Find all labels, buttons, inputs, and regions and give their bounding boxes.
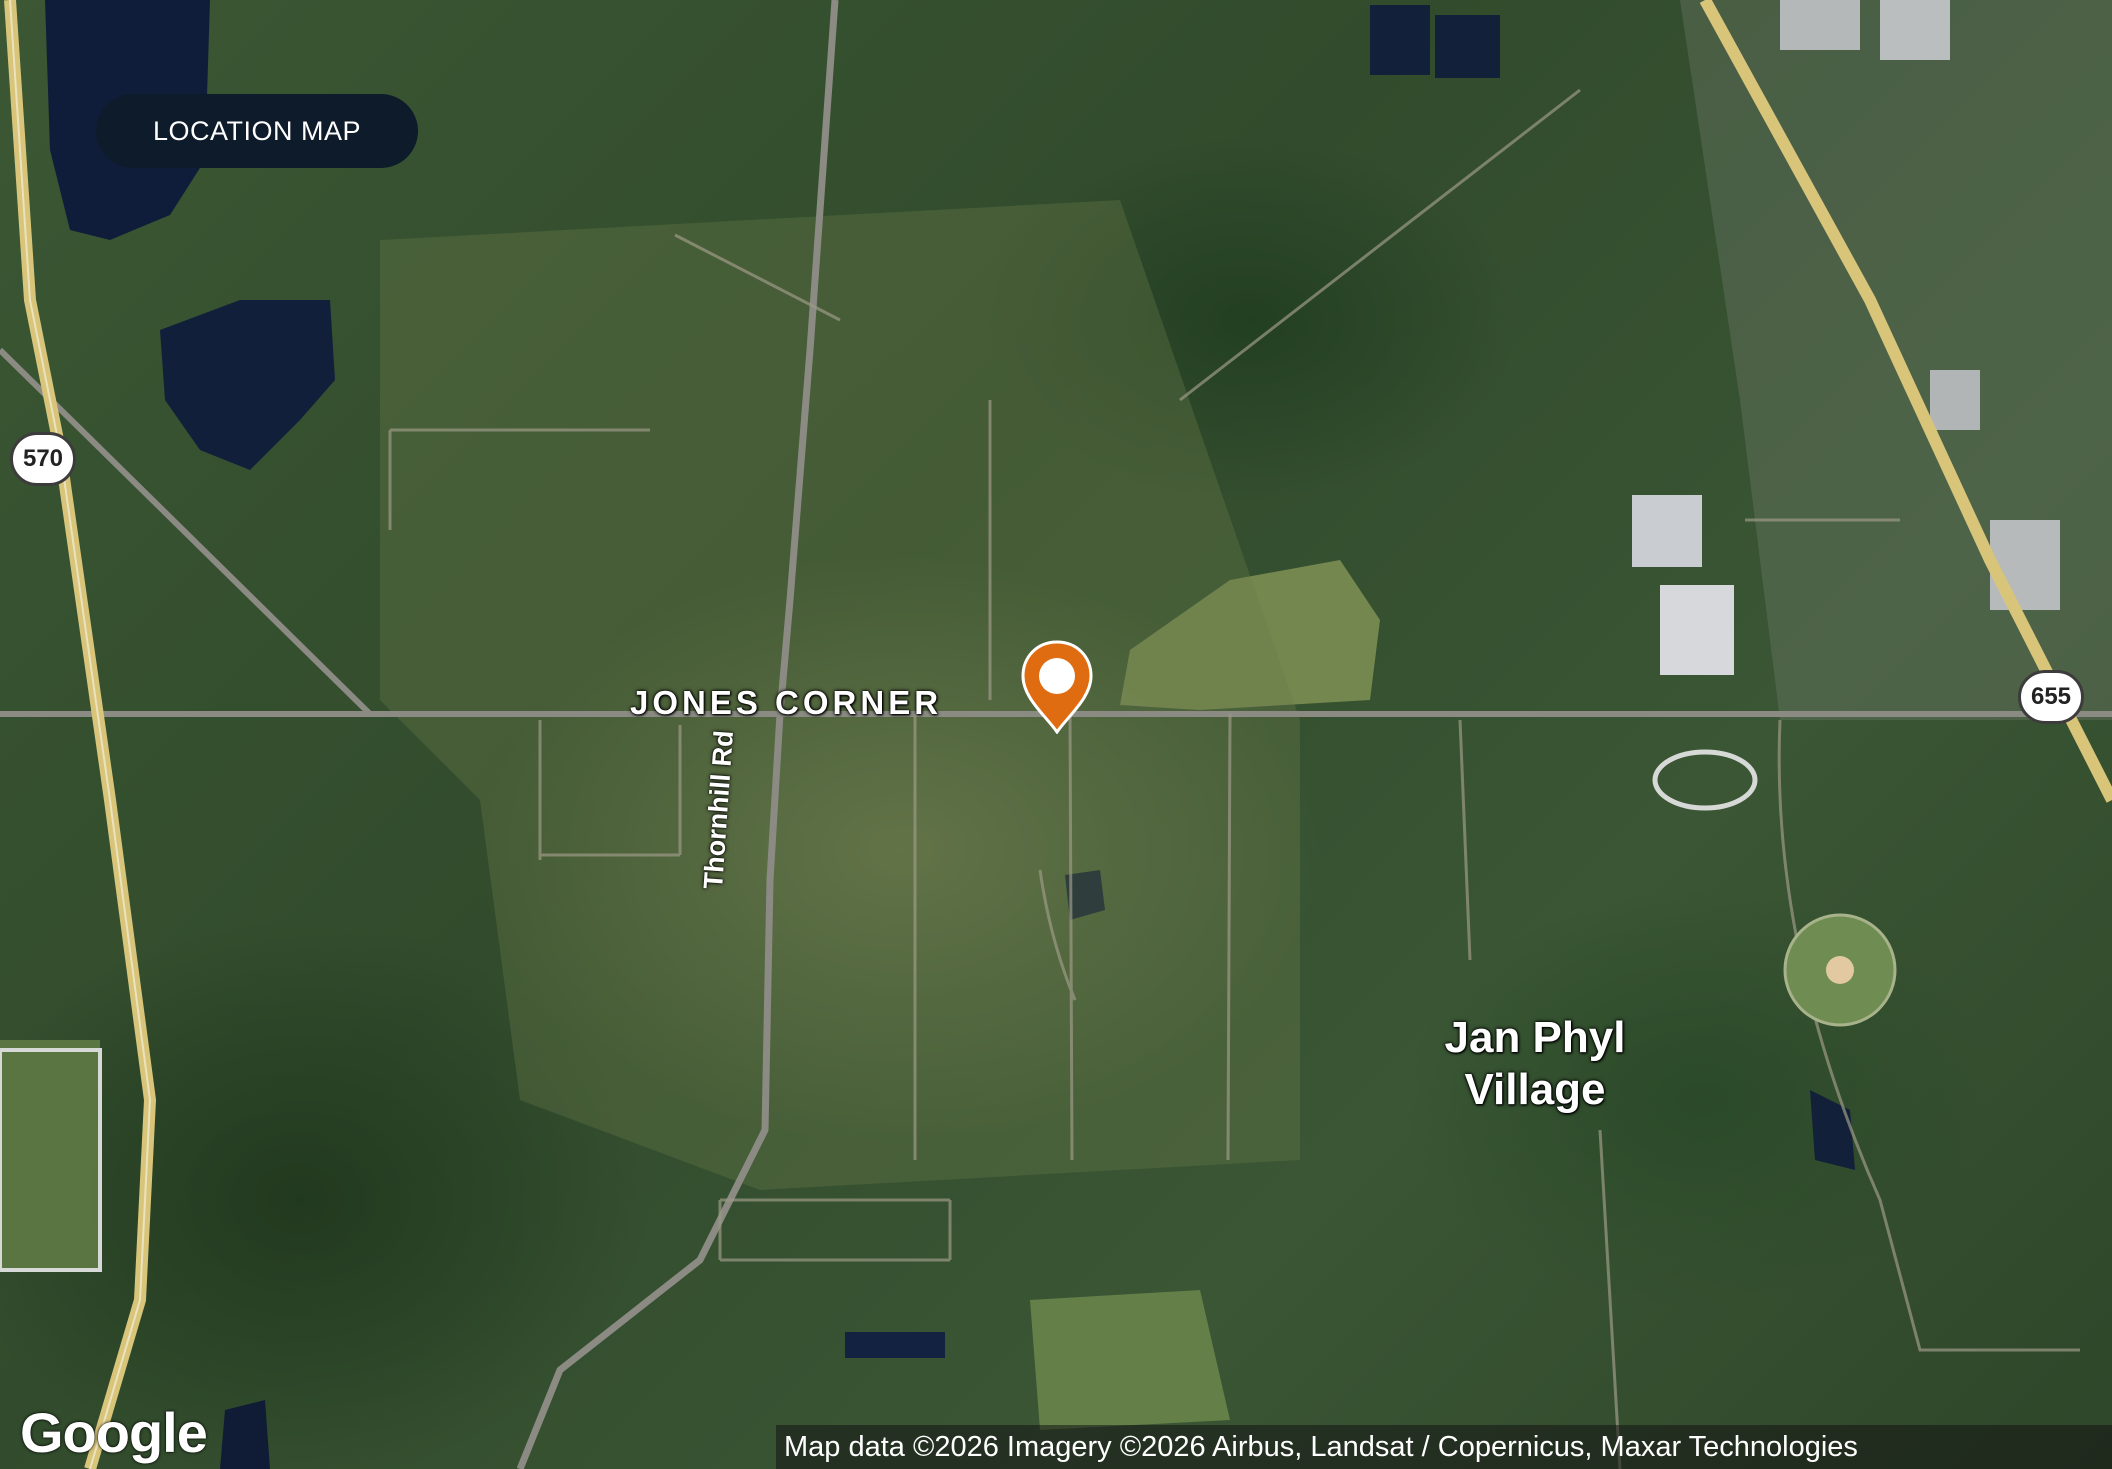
google-logo: Google (20, 1401, 208, 1464)
pond-north-1 (1370, 5, 1430, 75)
racetrack (1652, 749, 1758, 811)
pond-north-2 (1435, 15, 1500, 78)
warehouse-1 (1632, 495, 1702, 567)
diagonal-road-west (0, 347, 373, 717)
west-facility (0, 1048, 102, 1272)
pond-east (1810, 1090, 1855, 1170)
pond-southwest (220, 1400, 270, 1469)
warehouse-5 (1780, 0, 1860, 50)
location-map-label: LOCATION MAP (96, 94, 418, 168)
warehouse-4 (1930, 370, 1980, 430)
location-pin-icon[interactable] (1020, 640, 1094, 734)
field-west-facility (0, 1040, 100, 1270)
warehouse-6 (1880, 0, 1950, 60)
place-label-jones-corner: JONES CORNER (630, 684, 943, 721)
field-east (1120, 560, 1380, 710)
pond-south (845, 1332, 945, 1358)
pond-center (1065, 870, 1105, 920)
warehouse-2 (1660, 585, 1734, 675)
route-shield-570: 570 (10, 432, 76, 486)
thornhill-road (516, 0, 839, 1469)
field-south (1030, 1290, 1230, 1430)
place-label-jan-phyl-village: Jan Phyl Village (1444, 1013, 1626, 1114)
lake-west (160, 300, 335, 470)
route-shield-655: 655 (2018, 670, 2084, 724)
map-attribution[interactable]: Map data ©2026 Imagery ©2026 Airbus, Lan… (776, 1425, 2112, 1469)
